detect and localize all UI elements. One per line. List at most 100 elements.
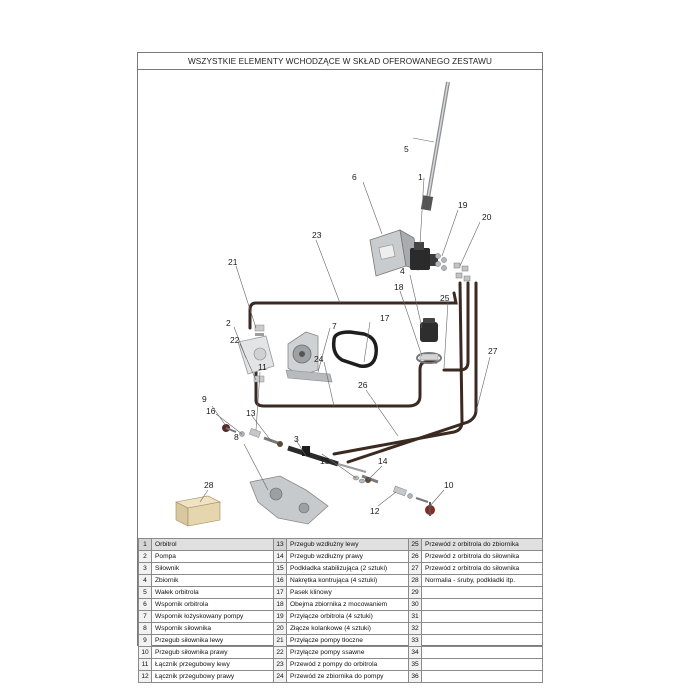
part-19-orbitrol-fittings bbox=[435, 253, 447, 271]
part-name: Łącznik przegubowy lewy bbox=[151, 658, 274, 671]
callout-10: 10 bbox=[444, 480, 454, 490]
part-name bbox=[421, 670, 543, 683]
callout-27: 27 bbox=[488, 346, 498, 356]
part-number: 14 bbox=[273, 550, 287, 563]
part-12-articulated-link-right bbox=[393, 485, 413, 499]
callout-24: 24 bbox=[314, 354, 324, 364]
part-number: 32 bbox=[408, 622, 422, 635]
part-number: 29 bbox=[408, 586, 422, 599]
part-name bbox=[421, 658, 543, 671]
part-name: Wałek orbitrola bbox=[151, 586, 274, 599]
callout-9: 9 bbox=[202, 394, 207, 404]
callout-8: 8 bbox=[234, 432, 239, 442]
part-number: 4 bbox=[138, 574, 152, 587]
part-number: 13 bbox=[273, 538, 287, 551]
part-name: Przegub wzdłużny lewy bbox=[286, 538, 409, 551]
leader-lines bbox=[199, 137, 491, 507]
part-name: Normalia - śruby, podkładki itp. bbox=[421, 574, 543, 587]
hose-27-tail bbox=[476, 370, 502, 378]
part-number: 11 bbox=[138, 658, 152, 671]
part-name bbox=[421, 646, 543, 659]
part-number: 3 bbox=[138, 562, 152, 575]
part-name: Przegub siłownika prawy bbox=[151, 646, 274, 659]
part-name: Złącze kolankowe (4 sztuki) bbox=[286, 622, 409, 635]
part-number: 15 bbox=[273, 562, 287, 575]
part-18-reservoir-clamp bbox=[416, 352, 442, 364]
part-number: 5 bbox=[138, 586, 152, 599]
part-number: 35 bbox=[408, 658, 422, 671]
parts-sheet: WSZYSTKIE ELEMENTY WCHODZĄCE W SKŁAD OFE… bbox=[137, 52, 543, 683]
part-name: Zbiornik bbox=[151, 574, 274, 587]
callout-21: 21 bbox=[228, 257, 238, 267]
part-name bbox=[421, 622, 543, 635]
part-name: Przegub wzdłużny prawy bbox=[286, 550, 409, 563]
callout-19: 19 bbox=[458, 200, 468, 210]
callout-5: 5 bbox=[404, 144, 409, 154]
hose-24 bbox=[254, 358, 438, 408]
part-22-pump-suction-fitting bbox=[253, 375, 265, 383]
part-1-orbitrol bbox=[410, 242, 438, 270]
part-number: 2 bbox=[138, 550, 152, 563]
part-number: 28 bbox=[408, 574, 422, 587]
part-number: 34 bbox=[408, 646, 422, 659]
callout-25: 25 bbox=[440, 293, 450, 303]
part-number: 33 bbox=[408, 634, 422, 647]
part-name: Przewód z pompy do orbitrola bbox=[286, 658, 409, 671]
callout-23: 23 bbox=[312, 230, 322, 240]
part-name: Orbitrol bbox=[151, 538, 274, 551]
part-number: 19 bbox=[273, 610, 287, 623]
part-number: 18 bbox=[273, 598, 287, 611]
part-number: 9 bbox=[138, 634, 152, 647]
part-name: Wspornik siłownika bbox=[151, 622, 274, 635]
callout-26: 26 bbox=[358, 380, 368, 390]
callout-16: 16 bbox=[206, 406, 216, 416]
part-3-cylinder bbox=[287, 445, 367, 473]
callout-20: 20 bbox=[482, 212, 492, 222]
part-number: 24 bbox=[273, 670, 287, 683]
part-name: Pasek klinowy bbox=[286, 586, 409, 599]
part-name: Przyłącze pompy tłoczne bbox=[286, 634, 409, 647]
part-9-cylinder-joint-left bbox=[222, 424, 237, 433]
part-name: Siłownik bbox=[151, 562, 274, 575]
part-number: 23 bbox=[273, 658, 287, 671]
sheet-title: WSZYSTKIE ELEMENTY WCHODZĄCE W SKŁAD OFE… bbox=[138, 53, 542, 70]
callout-13: 13 bbox=[246, 408, 256, 418]
part-7-pump-bearing-bracket bbox=[285, 331, 333, 383]
part-number: 25 bbox=[408, 538, 422, 551]
part-number: 21 bbox=[273, 634, 287, 647]
part-name bbox=[421, 598, 543, 611]
part-name: Przewód ze zbiornika do pompy bbox=[286, 670, 409, 683]
callout-11: 11 bbox=[258, 362, 267, 372]
part-number: 6 bbox=[138, 598, 152, 611]
part-name: Przewód z orbitrola do siłownika bbox=[421, 550, 543, 563]
part-number: 26 bbox=[408, 550, 422, 563]
callout-15: 15 bbox=[320, 456, 330, 466]
part-21-pump-pressure-fitting bbox=[254, 324, 265, 336]
callout-18: 18 bbox=[394, 282, 404, 292]
callout-3: 3 bbox=[294, 434, 299, 444]
part-8-cylinder-bracket bbox=[249, 475, 329, 525]
part-2-pump bbox=[237, 335, 275, 375]
part-28-fastener-box bbox=[175, 495, 221, 527]
part-name: Łącznik przegubowy prawy bbox=[151, 670, 274, 683]
callout-17: 17 bbox=[380, 313, 390, 323]
part-number: 22 bbox=[273, 646, 287, 659]
part-number: 8 bbox=[138, 622, 152, 635]
callout-1: 1 bbox=[418, 172, 423, 182]
part-number: 31 bbox=[408, 610, 422, 623]
part-number: 30 bbox=[408, 598, 422, 611]
hose-27 bbox=[346, 281, 478, 464]
callout-2: 2 bbox=[226, 318, 231, 328]
part-name bbox=[421, 610, 543, 623]
